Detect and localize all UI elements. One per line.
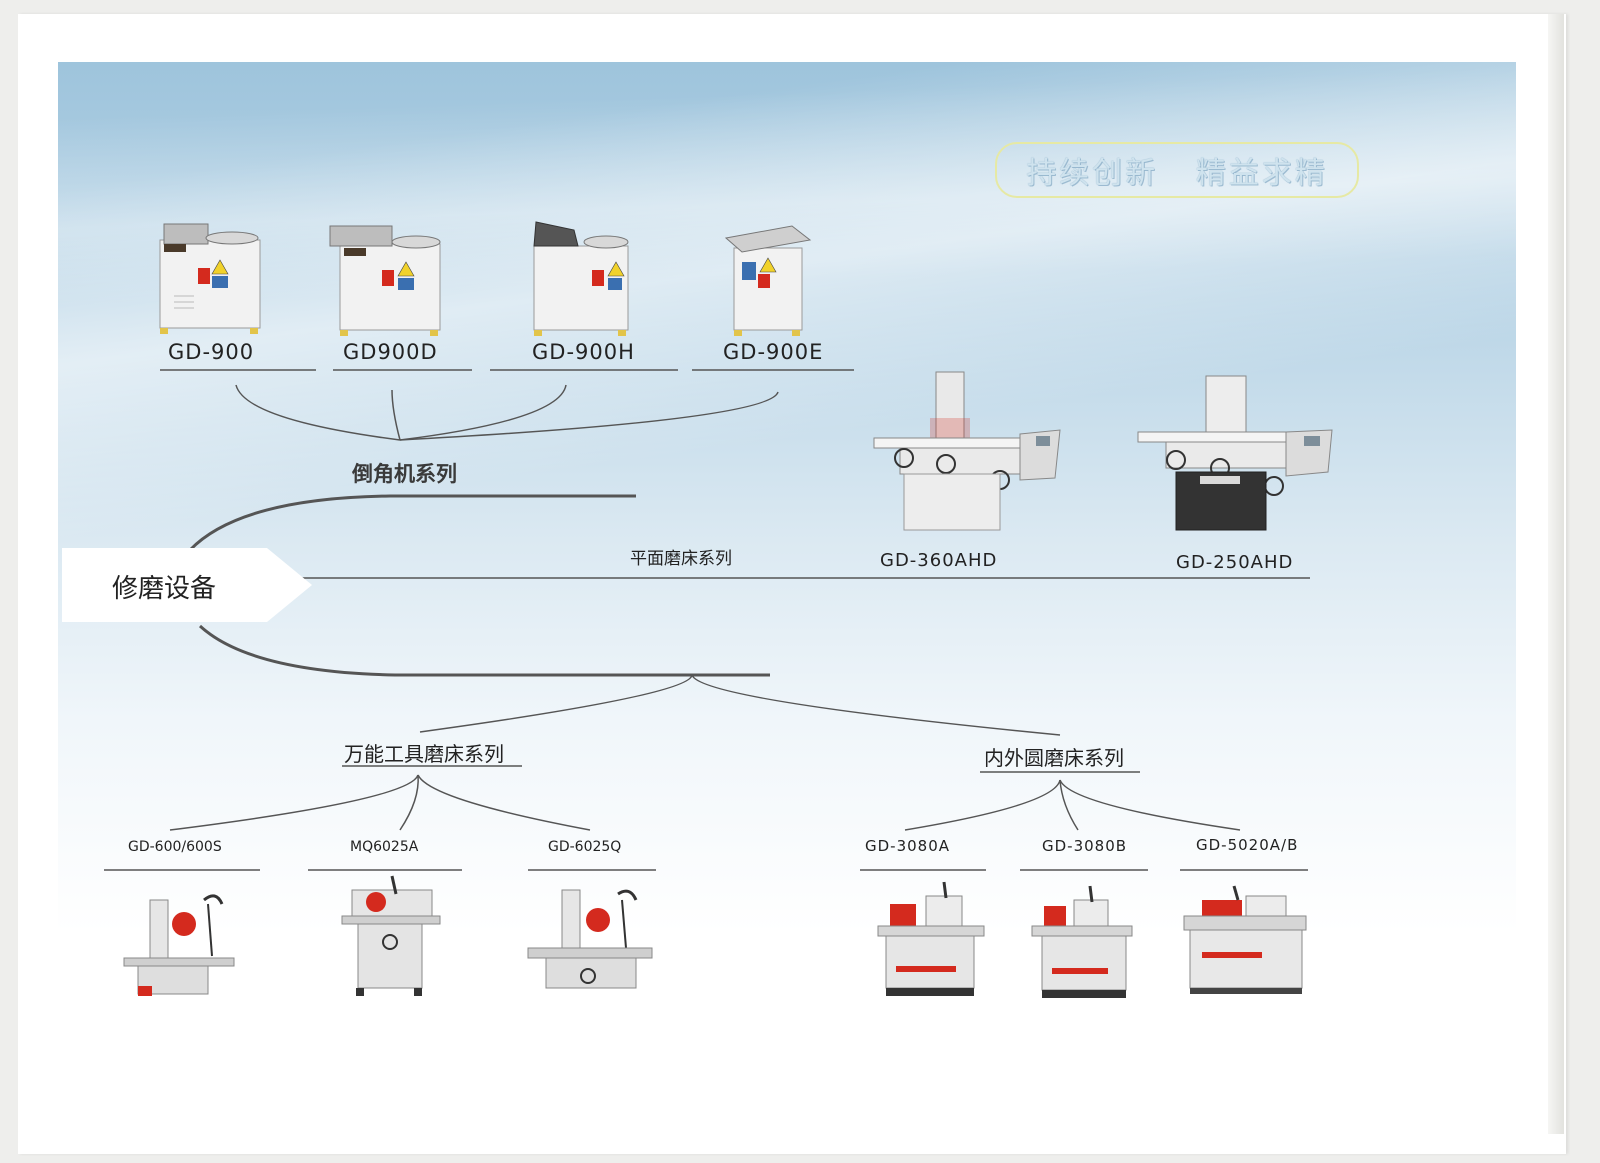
model-gd-360ahd-label: GD-360AHD — [880, 550, 998, 571]
machine-gd-6025q-image — [527, 889, 653, 989]
tool-series-title: 万能工具磨床系列 — [344, 742, 504, 766]
machine-gd-900-image — [159, 223, 261, 334]
model-gd900d-label: GD900D — [343, 340, 438, 364]
machine-gd-900h-image — [533, 221, 629, 336]
machine-gd900d-image — [329, 225, 441, 336]
model-gd-3080a-label: GD-3080A — [865, 837, 951, 855]
model-gd-6025q-label: GD-6025Q — [548, 839, 622, 855]
model-gd-5020ab-label: GD-5020A/B — [1196, 836, 1299, 854]
machine-mq6025a-image — [341, 875, 441, 996]
hub-arrow — [62, 548, 312, 622]
page-edge — [1548, 14, 1564, 1134]
chamfer-series-title: 倒角机系列 — [352, 462, 457, 486]
machine-gd-900e-image — [724, 225, 812, 336]
machine-gd-360ahd-image — [873, 371, 1061, 531]
model-mq6025a-label: MQ6025A — [350, 839, 419, 855]
hub-label: 修磨设备 — [112, 574, 217, 604]
model-gd-250ahd-label: GD-250AHD — [1176, 552, 1294, 573]
machine-gd-600-image — [123, 894, 235, 996]
model-gd-3080b-label: GD-3080B — [1042, 837, 1128, 855]
model-gd-900-label: GD-900 — [168, 340, 255, 364]
model-gd-600-label: GD-600/600S — [128, 839, 222, 855]
machine-gd-3080a-image — [877, 881, 985, 996]
machine-gd-3080b-image — [1031, 885, 1133, 998]
machine-gd-5020ab-image — [1183, 885, 1307, 994]
slogan-box: 持续创新 精益求精 — [995, 142, 1359, 198]
cylindrical-series-title: 内外圆磨床系列 — [984, 746, 1124, 770]
model-gd-900h-label: GD-900H — [532, 340, 635, 364]
surface-series-title: 平面磨床系列 — [630, 549, 732, 569]
machine-gd-250ahd-image — [1137, 375, 1333, 531]
slogan-text: 持续创新 精益求精 — [1026, 156, 1328, 191]
model-gd-900e-label: GD-900E — [723, 340, 824, 364]
